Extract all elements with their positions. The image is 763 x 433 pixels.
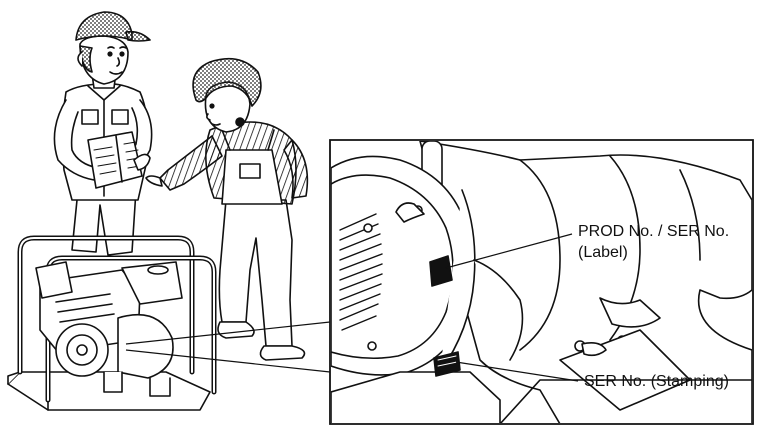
detail-view: PROD No. / SER No. (Label) SER No. (Stam… xyxy=(330,140,753,424)
woman-figure xyxy=(146,59,307,360)
man-figure xyxy=(54,12,151,255)
serial-label xyxy=(430,256,452,286)
prod-ser-label-line2: (Label) xyxy=(578,244,628,261)
prod-ser-label-line1: PROD No. / SER No. xyxy=(578,223,729,240)
ser-stamping-label: SER No. (Stamping) xyxy=(584,373,729,390)
pump-in-frame xyxy=(8,238,214,410)
